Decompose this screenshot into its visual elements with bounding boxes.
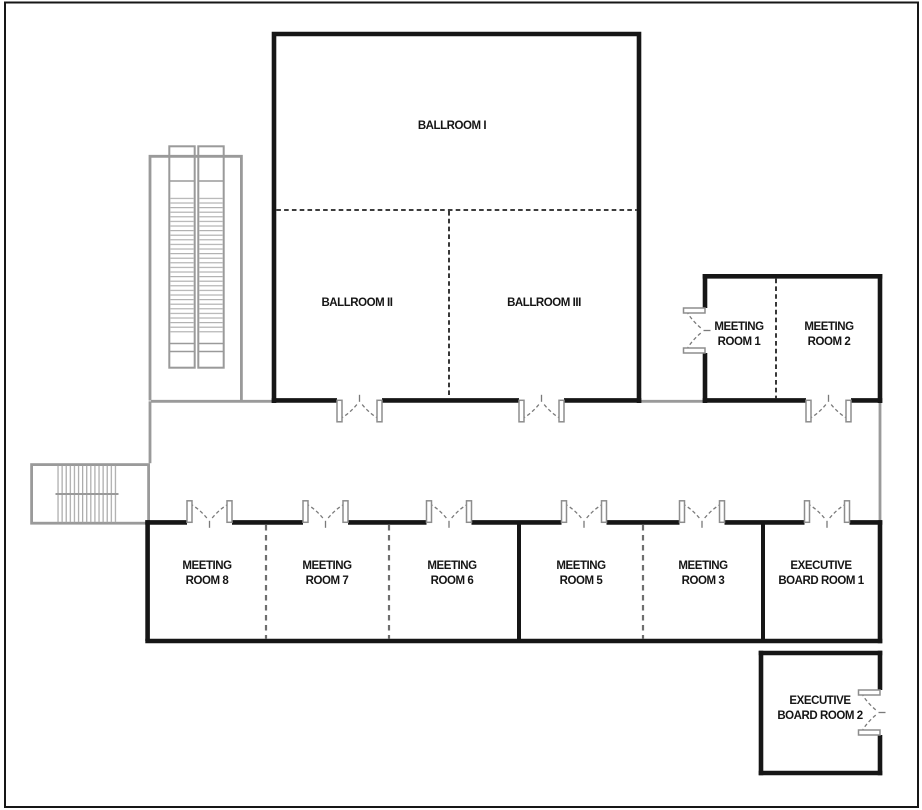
escalator-icon (148, 145, 243, 401)
double-door-icon (803, 500, 851, 529)
room-label-meeting-room-5: MEETING ROOM 5 (556, 560, 606, 587)
escalator-steps (199, 197, 223, 335)
room-label-ballroom-2: BALLROOM II (321, 297, 393, 309)
room-label-meeting-room-8: MEETING ROOM 8 (182, 560, 232, 587)
wall-segment (271, 31, 642, 403)
room-label-ballroom-1: BALLROOM I (417, 120, 487, 132)
room-label-meeting-room-2: MEETING ROOM 2 (804, 321, 854, 348)
room-label-meeting-room-3: MEETING ROOM 3 (678, 560, 728, 587)
room-label-ballroom-3: BALLROOM III (507, 297, 581, 309)
stairs-icon (30, 463, 151, 525)
double-door-icon (186, 500, 233, 529)
room-label-meeting-room-6: MEETING ROOM 6 (427, 560, 477, 587)
double-door-icon (302, 500, 349, 529)
ballroom-dividers (276, 209, 637, 398)
escalator-lane (168, 145, 196, 369)
double-door-icon (805, 394, 852, 423)
plan-border (4, 1, 919, 808)
stairs-enclosure (30, 463, 151, 525)
escalator-lane-lines (169, 155, 224, 353)
meeting-room-1-2-walls (702, 274, 883, 403)
escalator-steps (170, 197, 194, 335)
executive-board-room-2-walls (758, 650, 883, 776)
double-door-icon (518, 394, 565, 423)
meeting-room-row-walls (145, 520, 883, 644)
double-door-icon (336, 394, 383, 423)
room-label-executive-board-room-1: EXECUTIVE BOARD ROOM 1 (778, 560, 864, 587)
room-label-executive-board-room-2: EXECUTIVE BOARD ROOM 2 (777, 695, 863, 722)
double-door-icon (678, 500, 726, 529)
double-door-icon (560, 500, 608, 529)
ballroom-walls (271, 31, 642, 403)
escalator-lane (197, 145, 225, 369)
room-label-meeting-room-1: MEETING ROOM 1 (714, 321, 764, 348)
double-door-icon (425, 500, 473, 529)
corridor-outline (148, 399, 882, 522)
room-label-meeting-room-7: MEETING ROOM 7 (302, 560, 352, 587)
